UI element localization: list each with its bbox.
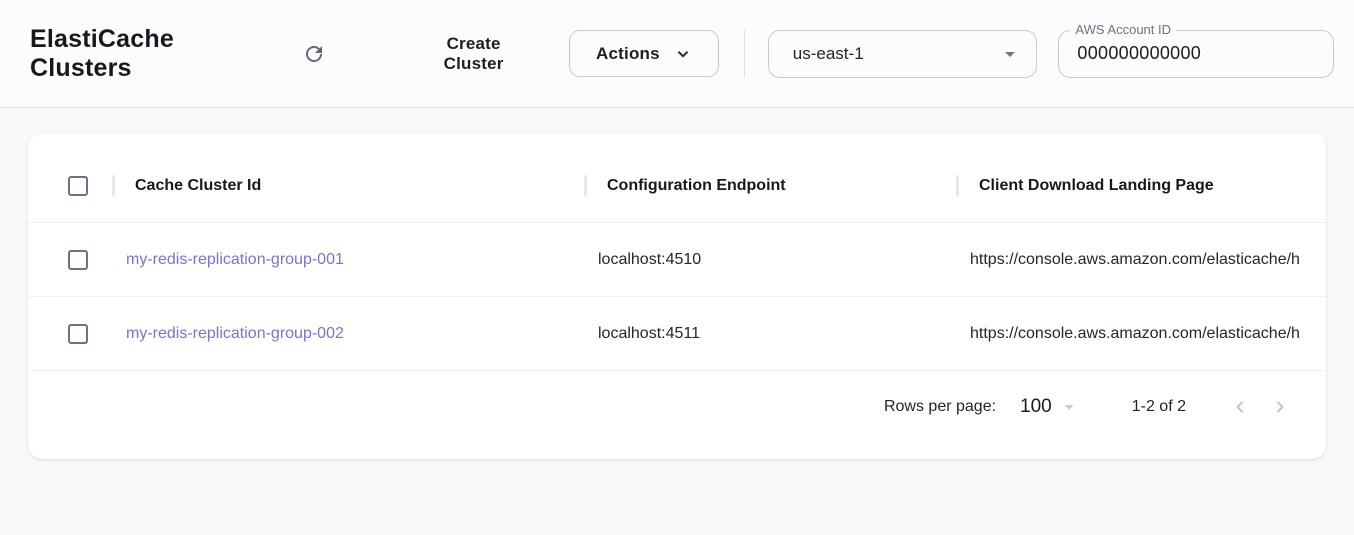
row-checkbox-cell xyxy=(28,249,112,270)
row-checkbox[interactable] xyxy=(68,249,88,270)
app-header: ElastiCache Clusters Create Cluster Acti… xyxy=(0,0,1354,108)
configuration-endpoint-cell: localhost:4510 xyxy=(598,250,702,268)
aws-account-id-label: AWS Account ID xyxy=(1070,21,1176,37)
rows-per-page-value: 100 xyxy=(1020,396,1052,417)
aws-account-id-field: AWS Account ID xyxy=(1058,21,1334,78)
arrow-drop-down-icon xyxy=(1064,405,1074,410)
configuration-endpoint-cell: localhost:4511 xyxy=(598,324,700,342)
region-select-value: us-east-1 xyxy=(792,43,864,63)
table-body: my-redis-replication-group-001 localhost… xyxy=(28,223,1326,371)
cache-cluster-id-cell: my-redis-replication-group-001 xyxy=(112,251,584,269)
actions-button-label: Actions xyxy=(596,43,660,63)
page-title: ElastiCache Clusters xyxy=(30,24,174,82)
toolbar-divider xyxy=(743,29,745,78)
actions-button[interactable]: Actions xyxy=(569,30,719,77)
next-page-button[interactable] xyxy=(1260,387,1300,427)
select-all-checkbox[interactable] xyxy=(68,175,88,196)
region-select[interactable]: us-east-1 xyxy=(767,29,1038,78)
create-cluster-button[interactable]: Create Cluster xyxy=(408,24,539,84)
header-checkbox-cell xyxy=(28,175,112,196)
column-header-cache-cluster-id[interactable]: Cache Cluster Id xyxy=(112,173,584,199)
cluster-id-link[interactable]: my-redis-replication-group-001 xyxy=(126,250,344,268)
chevron-down-icon xyxy=(677,50,688,58)
table-header-row: Cache Cluster Id Configuration Endpoint … xyxy=(28,149,1326,223)
rows-per-page-select[interactable]: 100 xyxy=(1020,396,1080,418)
chevron-right-icon xyxy=(1276,401,1284,413)
landing-page-cell: https://console.aws.amazon.com/elasticac… xyxy=(970,250,1300,268)
previous-page-button[interactable] xyxy=(1220,387,1260,427)
column-header-configuration-endpoint[interactable]: Configuration Endpoint xyxy=(584,173,956,199)
refresh-button[interactable] xyxy=(298,38,330,70)
table-footer: Rows per page: 100 1-2 of 2 xyxy=(28,371,1326,459)
rows-per-page-label: Rows per page: xyxy=(883,398,997,415)
table-row: my-redis-replication-group-002 localhost… xyxy=(28,297,1326,371)
row-checkbox-cell xyxy=(28,323,112,344)
arrow-drop-down-icon xyxy=(1005,51,1016,57)
column-header-client-download-landing-page[interactable]: Client Download Landing Page xyxy=(956,173,1326,199)
landing-page-cell: https://console.aws.amazon.com/elasticac… xyxy=(970,324,1300,342)
aws-account-id-input[interactable] xyxy=(1077,43,1315,64)
pagination-range-label: 1-2 of 2 xyxy=(1131,398,1186,415)
cache-cluster-id-cell: my-redis-replication-group-002 xyxy=(112,325,584,343)
clusters-table-card: Cache Cluster Id Configuration Endpoint … xyxy=(28,133,1326,459)
row-checkbox[interactable] xyxy=(68,323,88,344)
main-content: Cache Cluster Id Configuration Endpoint … xyxy=(0,133,1354,459)
cluster-id-link[interactable]: my-redis-replication-group-002 xyxy=(126,324,344,342)
table-row: my-redis-replication-group-001 localhost… xyxy=(28,223,1326,297)
refresh-icon xyxy=(306,45,323,62)
title-group: ElastiCache Clusters xyxy=(30,25,330,83)
chevron-left-icon xyxy=(1236,401,1244,413)
